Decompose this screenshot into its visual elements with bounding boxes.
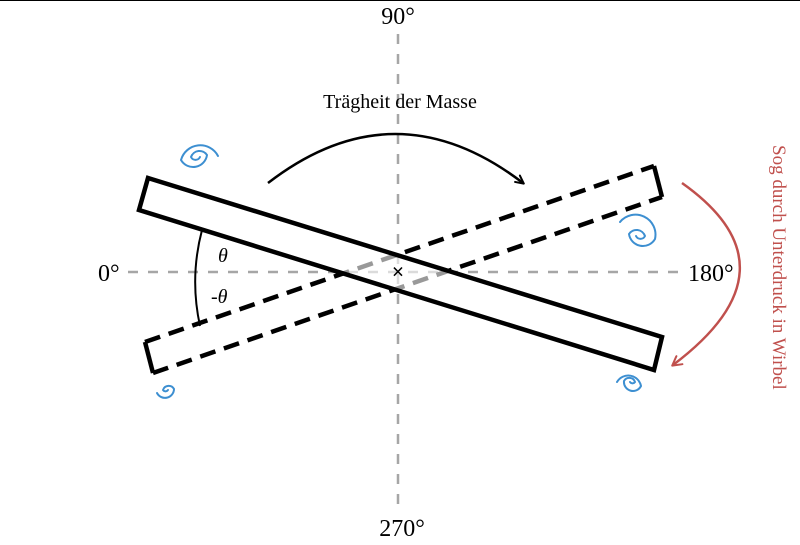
angle-label-180: 180° bbox=[688, 261, 734, 287]
angle-label-0: 0° bbox=[98, 261, 120, 287]
vortex-icon bbox=[616, 374, 643, 392]
vortex-icon bbox=[619, 213, 657, 248]
inertia-label: Trägheit der Masse bbox=[323, 91, 477, 113]
suction-label: Sog durch Unterdruck in Wirbel bbox=[768, 145, 789, 390]
angle-label-270: 270° bbox=[379, 516, 425, 542]
angle-label-90: 90° bbox=[381, 4, 415, 30]
vortex-icon bbox=[179, 144, 219, 169]
vortex-icon bbox=[156, 384, 176, 399]
pivot-icon: × bbox=[392, 259, 405, 284]
theta-label: θ bbox=[218, 245, 228, 267]
neg-theta-label: -θ bbox=[211, 286, 228, 308]
plate-theta bbox=[136, 175, 665, 373]
plate-negative-theta bbox=[142, 163, 665, 376]
suction-arrow bbox=[671, 181, 742, 367]
top-border bbox=[0, 0, 800, 1]
angle-arc bbox=[194, 229, 203, 327]
inertia-arrow bbox=[267, 132, 525, 185]
